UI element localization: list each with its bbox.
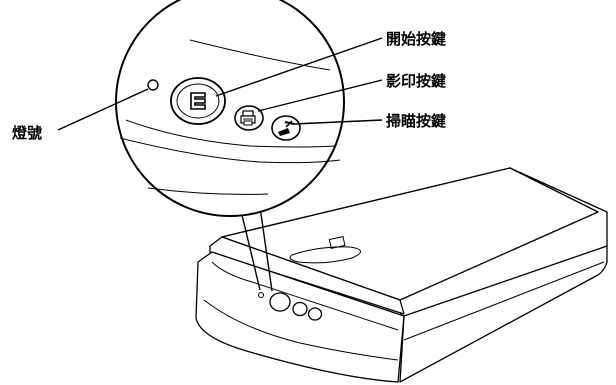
indicator-light-label: 燈號 — [12, 124, 42, 142]
start-leader-line — [215, 37, 383, 97]
scan-icon — [278, 120, 295, 136]
copy-button-label: 影印按鍵 — [386, 72, 446, 90]
start-button[interactable] — [170, 77, 226, 125]
scan-button[interactable] — [271, 115, 301, 141]
body-copy-button — [292, 301, 308, 317]
body-indicator-light — [258, 292, 264, 298]
scan-button-label: 掃瞄按鍵 — [386, 112, 446, 130]
scan-leader-line — [293, 119, 383, 125]
indicator-leader-line — [57, 88, 149, 131]
printer-icon — [240, 110, 256, 126]
indicator-light — [147, 79, 159, 91]
copy-button[interactable] — [234, 105, 264, 131]
scanner-body — [195, 167, 608, 383]
start-icon — [190, 92, 206, 110]
magnifier-circle — [115, 0, 345, 217]
body-start-button — [269, 292, 291, 312]
body-scan-button — [307, 307, 323, 321]
copy-leader-line — [257, 79, 383, 112]
start-button-label: 開始按鍵 — [386, 30, 446, 48]
